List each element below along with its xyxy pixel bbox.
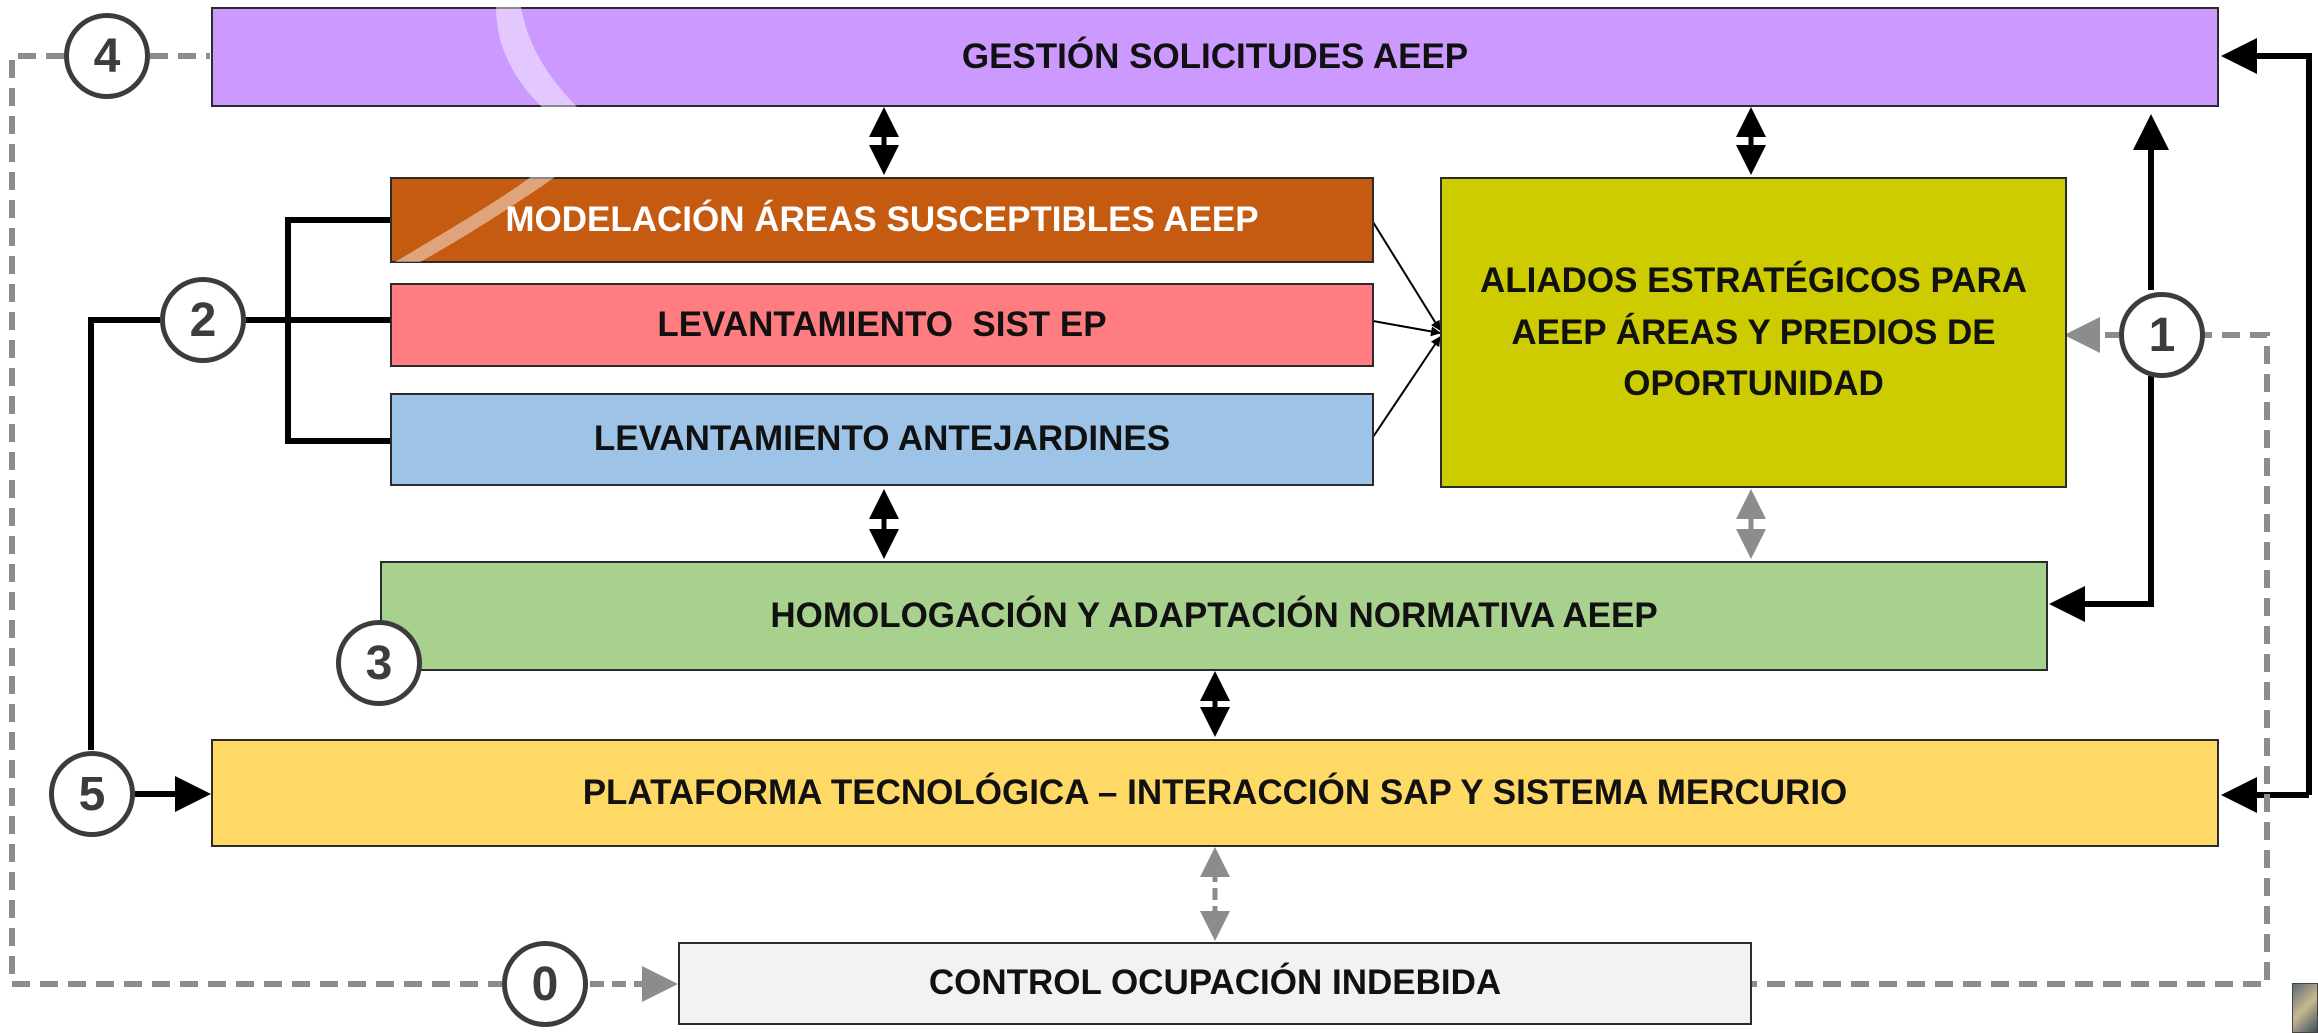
box-control-ocupacion: CONTROL OCUPACIÓN INDEBIDA xyxy=(678,942,1752,1025)
dashed-loop-4-0 xyxy=(9,53,502,987)
box-levantamiento-antejardines-label: LEVANTAMIENTO ANTEJARDINES xyxy=(593,419,1171,459)
dashed-1-control xyxy=(1752,332,2270,987)
marker-4: 4 xyxy=(64,13,150,99)
thin-arrow-modelacion-aliados xyxy=(1372,221,1441,331)
link-2-to-5 xyxy=(88,317,160,750)
box-levantamiento-sist-ep-label: LEVANTAMIENTO SIST EP xyxy=(657,304,1107,344)
marker-2: 2 xyxy=(160,277,246,363)
marker-0: 0 xyxy=(502,941,588,1027)
box-homologacion: HOMOLOGACIÓN Y ADAPTACIÓN NORMATIVA AEEP xyxy=(380,561,2048,671)
marker-1: 1 xyxy=(2119,292,2205,378)
box-aliados-line-2: AEEP ÁREAS Y PREDIOS DE xyxy=(1511,312,1996,352)
marker-5: 5 xyxy=(49,751,135,837)
thin-arrow-antejardines-aliados xyxy=(1372,336,1441,438)
box-control-ocupacion-label: CONTROL OCUPACIÓN INDEBIDA xyxy=(928,963,1502,1003)
box-levantamiento-sist-ep: LEVANTAMIENTO SIST EP xyxy=(390,283,1374,367)
link-1-homologacion-b xyxy=(2049,376,2154,622)
box-homologacion-label: HOMOLOGACIÓN Y ADAPTACIÓN NORMATIVA AEEP xyxy=(770,595,1658,635)
box-plataforma-tecnologica: PLATAFORMA TECNOLÓGICA – INTERACCIÓN SAP… xyxy=(211,739,2219,847)
box-modelacion-label: MODELACIÓN ÁREAS SUSCEPTIBLES AEEP xyxy=(505,199,1259,239)
box-aliados-line-3: OPORTUNIDAD xyxy=(1623,364,1884,404)
link-1-gestion xyxy=(2221,38,2312,795)
bracket-2 xyxy=(285,217,392,444)
box-gestion-solicitudes: GESTIÓN SOLICITUDES AEEP xyxy=(211,7,2219,107)
box-plataforma-tecnologica-label: PLATAFORMA TECNOLÓGICA – INTERACCIÓN SAP… xyxy=(582,772,1848,812)
box-aliados-estrategicos: ALIADOS ESTRATÉGICOS PARA AEEP ÁREAS Y P… xyxy=(1440,177,2067,488)
box-aliados-line-1: ALIADOS ESTRATÉGICOS PARA xyxy=(1479,260,2028,300)
box-modelacion: MODELACIÓN ÁREAS SUSCEPTIBLES AEEP xyxy=(390,177,1374,263)
box-levantamiento-antejardines: LEVANTAMIENTO ANTEJARDINES xyxy=(390,393,1374,486)
thin-arrow-sistep-aliados xyxy=(1372,320,1441,337)
corner-thumbnail-image xyxy=(2292,983,2318,1033)
box-gestion-solicitudes-label: GESTIÓN SOLICITUDES AEEP xyxy=(961,36,1469,76)
marker-3: 3 xyxy=(336,620,422,706)
